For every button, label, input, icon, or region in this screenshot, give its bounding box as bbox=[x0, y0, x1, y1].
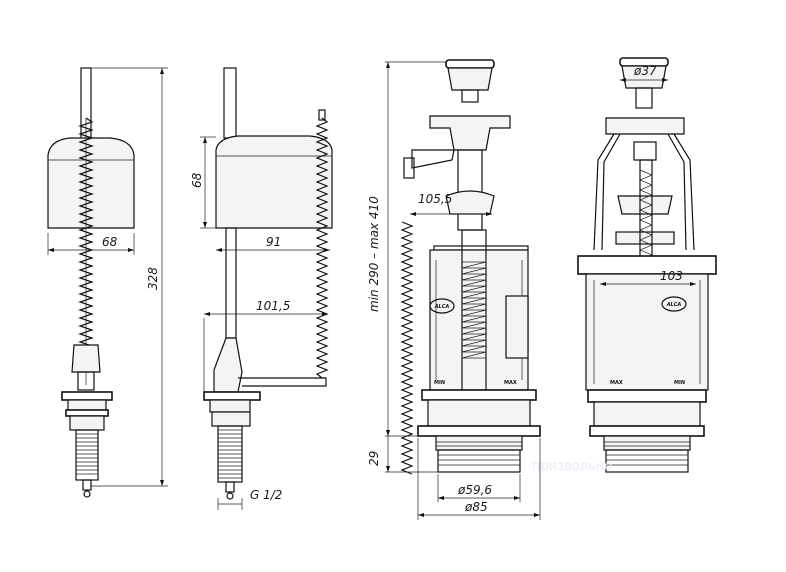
dim-total-height: 328 bbox=[146, 267, 160, 290]
max-label-right: MAX bbox=[610, 380, 623, 386]
dim-thread: G 1/2 bbox=[250, 488, 282, 502]
dim-flush-range: min 290 – max 410 bbox=[367, 196, 381, 312]
dim-float-height: 68 bbox=[190, 172, 204, 188]
flush-valve-front-view: ALCA MIN MAX 105,5 min 290 – max 410 29 … bbox=[367, 59, 541, 520]
dim-base-height: 29 bbox=[367, 451, 381, 466]
fill-valve-front-view: 68 328 bbox=[47, 67, 168, 498]
max-label-left: MAX bbox=[504, 380, 517, 386]
dim-outer-diameter: ø85 bbox=[464, 500, 488, 514]
dim-arm-length: 91 bbox=[266, 235, 281, 249]
brand-logo-left: ALCA bbox=[434, 304, 450, 310]
flush-valve-side-view: ALCA MAX MIN ø37 103 bbox=[577, 57, 717, 473]
min-label-right: MIN bbox=[674, 380, 685, 386]
dim-inner-diameter: ø59,6 bbox=[457, 483, 492, 497]
thread-lines bbox=[75, 429, 99, 481]
fill-valve-side-view: 68 91 101,5 G 1/2 bbox=[190, 67, 333, 510]
dim-button-diameter: ø37 bbox=[633, 64, 657, 78]
dim-flush-width: 105,5 bbox=[418, 192, 452, 206]
watermark-text: призвольно bbox=[532, 459, 612, 474]
dim-lower-arm: 101,5 bbox=[256, 299, 290, 313]
brand-logo-right: ALCA bbox=[666, 302, 682, 308]
dim-tank-width: 103 bbox=[660, 269, 683, 283]
min-label-left: MIN bbox=[434, 380, 445, 386]
dim-float-width: 68 bbox=[102, 235, 118, 249]
